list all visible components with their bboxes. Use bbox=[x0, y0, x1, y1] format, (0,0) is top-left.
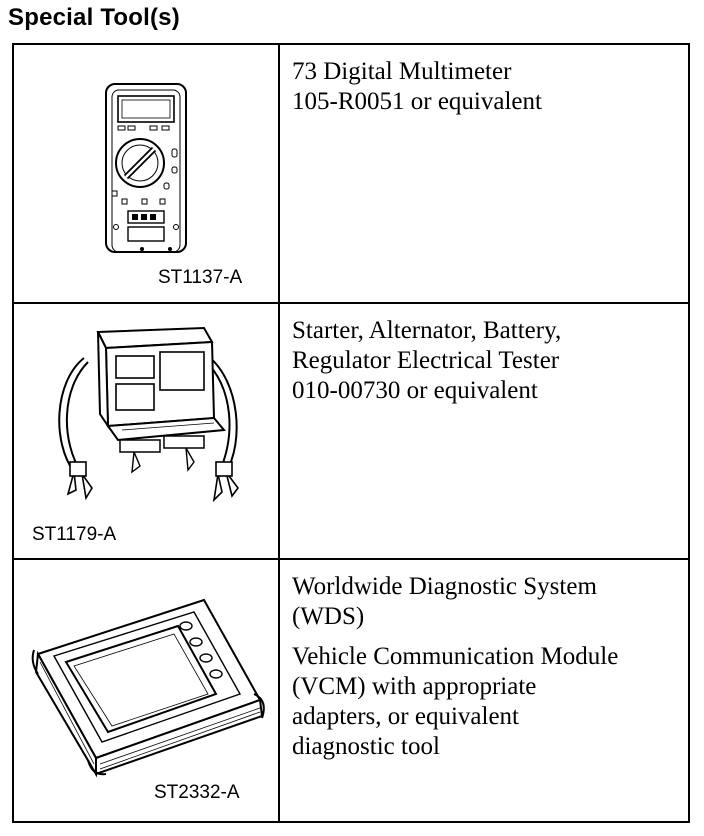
tool-image-cell: ST2332-A bbox=[14, 560, 280, 821]
diagnostic-system-illustration bbox=[31, 598, 265, 778]
tool-row: ST1179-A Starter, Alternator, Battery, R… bbox=[14, 304, 688, 560]
description-line: 73 Digital Multimeter bbox=[292, 58, 512, 85]
paragraph-spacer bbox=[292, 632, 678, 642]
description-line: Regulator Electrical Tester bbox=[292, 347, 560, 374]
description-line: (WDS) bbox=[292, 603, 365, 630]
digital-multimeter-illustration bbox=[105, 83, 187, 253]
description-line: Starter, Alternator, Battery, bbox=[292, 317, 562, 344]
description-line: diagnostic tool bbox=[292, 733, 440, 760]
tool-row: ST2332-A Worldwide Diagnostic System (WD… bbox=[14, 560, 688, 821]
tool-description: Worldwide Diagnostic System (WDS) Vehicl… bbox=[280, 560, 688, 821]
tool-image-cell: ST1137-A bbox=[14, 45, 280, 302]
tool-description: 73 Digital Multimeter 105-R0051 or equiv… bbox=[280, 45, 688, 302]
description-line: 105-R0051 or equivalent bbox=[292, 88, 542, 115]
tool-description: Starter, Alternator, Battery, Regulator … bbox=[280, 304, 688, 558]
figure-code: ST1179-A bbox=[32, 524, 117, 545]
figure-code: ST1137-A bbox=[158, 267, 243, 288]
figure-code: ST2332-A bbox=[154, 782, 240, 803]
section-title: Special Tool(s) bbox=[8, 4, 180, 31]
description-line: Vehicle Communication Module bbox=[292, 643, 619, 670]
description-line: 010-00730 or equivalent bbox=[292, 377, 538, 404]
electrical-tester-illustration bbox=[58, 326, 239, 503]
description-line: (VCM) with appropriate bbox=[292, 673, 537, 700]
tool-image-cell: ST1179-A bbox=[14, 304, 280, 558]
tool-row: ST1137-A 73 Digital Multimeter 105-R0051… bbox=[14, 45, 688, 304]
description-line: Worldwide Diagnostic System bbox=[292, 573, 597, 600]
description-line: adapters, or equivalent bbox=[292, 703, 519, 730]
special-tools-table: ST1137-A 73 Digital Multimeter 105-R0051… bbox=[12, 43, 690, 823]
